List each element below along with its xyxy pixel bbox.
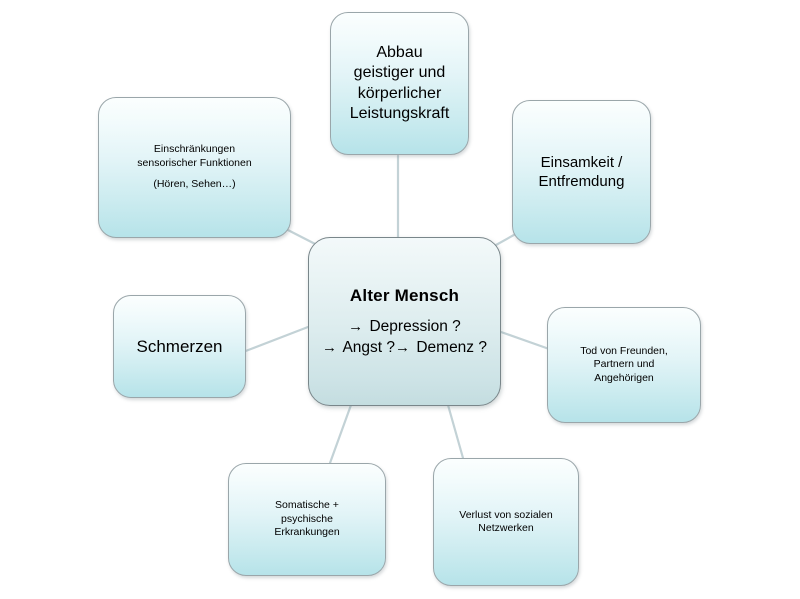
arrow-right-icon: → <box>395 338 411 356</box>
center-question-line: → Demenz ? <box>395 339 487 356</box>
node-label-line: (Hören, Sehen…) <box>153 178 236 191</box>
center-question-text: Angst ? <box>339 338 396 356</box>
node-einsamkeit-label: Einsamkeit / Entfremdung <box>539 153 625 191</box>
edge-center-to-somatisch <box>328 403 353 465</box>
arrow-right-icon: → <box>348 318 364 336</box>
node-label-line: Leistungskraft <box>349 104 450 122</box>
edge-center-to-schmerzen <box>241 325 310 354</box>
node-label-line: geistiger und <box>353 64 446 82</box>
node-label-line: Somatische + <box>275 499 339 512</box>
node-label-line: Abbau <box>376 43 423 61</box>
edge-center-to-tod <box>499 330 554 352</box>
node-label-line: Entfremdung <box>538 173 625 190</box>
node-label-line: Partnern und <box>593 358 655 371</box>
node-label-line: Tod von Freunden, <box>580 344 668 357</box>
edge-center-to-verlust <box>446 403 465 460</box>
node-label-line <box>137 170 251 178</box>
node-label-line: Erkrankungen <box>274 526 340 539</box>
node-label-line: sensorischer Funktionen <box>137 156 252 169</box>
center-title: Alter Mensch <box>349 285 460 305</box>
node-label-line: Verlust von sozialen <box>459 508 553 521</box>
center-question-text: Demenz ? <box>412 338 487 356</box>
arrow-right-icon: → <box>322 338 338 356</box>
node-label-line: Netzwerken <box>478 522 534 534</box>
node-einsamkeit-entfremdung[interactable]: Einsamkeit / Entfremdung <box>512 100 651 244</box>
node-label-line: Angehörigen <box>594 371 654 384</box>
center-question-line: → Depression ? <box>348 318 461 335</box>
node-schmerzen-label: Schmerzen <box>137 336 223 358</box>
center-question-list: → Depression ?→ Angst ?→ Demenz ? <box>317 317 492 358</box>
node-center-alter-mensch[interactable]: Alter Mensch → Depression ?→ Angst ?→ De… <box>308 237 501 406</box>
center-question-text: Depression ? <box>365 318 461 336</box>
node-label-line: Schmerzen <box>136 336 223 356</box>
node-label-line: körperlicher <box>357 84 442 102</box>
node-label-line: Einsamkeit / <box>540 153 623 171</box>
node-schmerzen[interactable]: Schmerzen <box>113 295 246 398</box>
node-label-line: Einschränkungen <box>153 143 236 156</box>
node-label-line: psychische <box>281 512 333 525</box>
center-question-line: → Angst ? <box>322 339 395 356</box>
